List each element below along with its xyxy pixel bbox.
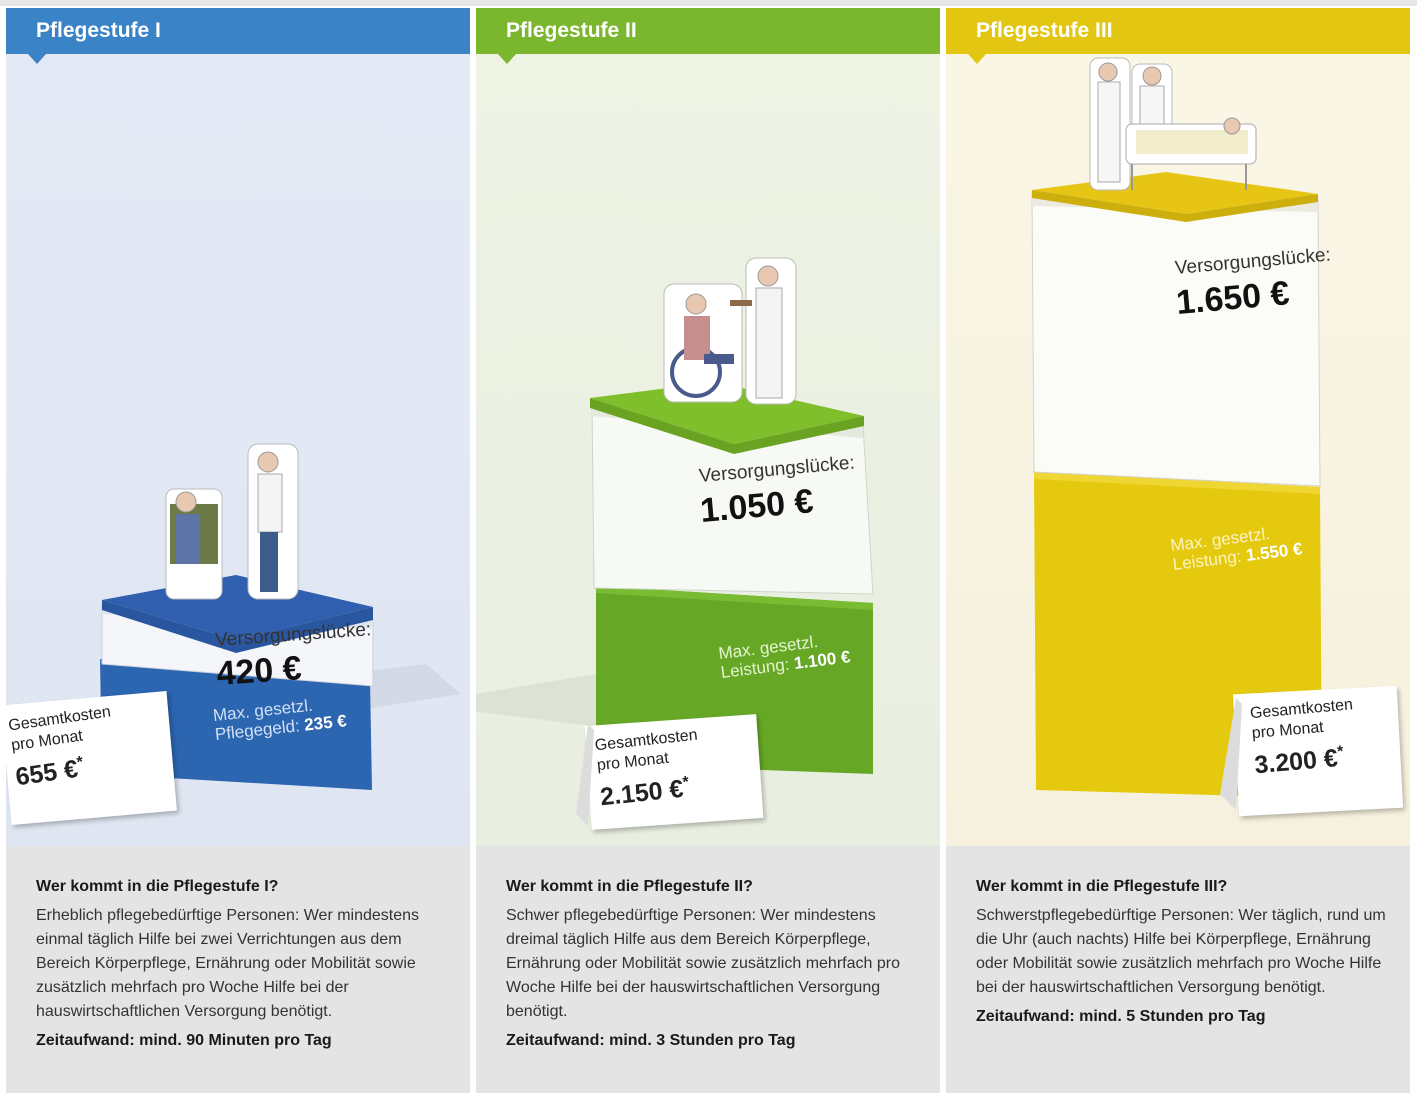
wheelchair-and-caregiver-figure — [663, 257, 797, 405]
pflegestufe-1-header: Pflegestufe I — [6, 8, 470, 54]
question-heading: Wer kommt in die Pflegestufe I? — [36, 878, 279, 895]
total-cost-text: Gesamtkosten pro Monat 3.200 €* — [1249, 696, 1354, 780]
pflegestufe-2-info: Wer kommt in die Pflegestufe II? Schwer … — [476, 846, 940, 1093]
pflegestufe-2-illustration: Versorgungslücke: 1.050 € Max. gesetzl. … — [476, 54, 940, 846]
header-pointer — [968, 54, 986, 64]
pflegestufe-1-column: Versorgungslücke: 420 € Max. gesetzl. Pf… — [6, 8, 470, 1093]
question-heading: Wer kommt in die Pflegestufe III? — [976, 878, 1228, 895]
pflegestufe-3-info: Wer kommt in die Pflegestufe III? Schwer… — [946, 846, 1410, 1093]
nursing-bed-figure — [1089, 57, 1257, 191]
pflegestufe-3-column: Versorgungslücke: 1.650 € Max. gesetzl. … — [946, 8, 1410, 1093]
time-requirement: Zeitaufwand: mind. 5 Stunden pro Tag — [976, 1008, 1266, 1025]
question-heading: Wer kommt in die Pflegestufe II? — [506, 878, 753, 895]
patient-and-caregiver-figure — [165, 443, 299, 600]
header-pointer — [28, 54, 46, 64]
description-text: Schwer pflegebedürftige Personen: Wer mi… — [506, 907, 900, 1020]
pflegestufe-3-illustration: Versorgungslücke: 1.650 € Max. gesetzl. … — [946, 54, 1410, 846]
block-lid — [590, 382, 864, 444]
card-stand-svg — [1220, 698, 1242, 810]
card-stand-svg — [576, 724, 594, 826]
pflegestufe-2-block-svg — [476, 382, 876, 774]
total-cost-text: Gesamtkosten pro Monat 655 €* — [7, 703, 112, 792]
pflegestufe-1-illustration: Versorgungslücke: 420 € Max. gesetzl. Pf… — [6, 54, 470, 846]
total-cost-text: Gesamtkosten pro Monat 2.150 €* — [594, 726, 699, 812]
time-requirement: Zeitaufwand: mind. 90 Minuten pro Tag — [36, 1032, 332, 1049]
gap-value: 420 € — [215, 649, 303, 694]
pflegestufe-2-header: Pflegestufe II — [476, 8, 940, 54]
top-divider — [0, 0, 1417, 6]
pflegestufe-1-info: Wer kommt in die Pflegestufe I? Erheblic… — [6, 846, 470, 1093]
description-text: Schwerstpflegebedürftige Personen: Wer t… — [976, 907, 1386, 996]
header-pointer — [498, 54, 516, 64]
pflegestufe-2-column: Versorgungslücke: 1.050 € Max. gesetzl. … — [476, 8, 940, 1093]
time-requirement: Zeitaufwand: mind. 3 Stunden pro Tag — [506, 1032, 796, 1049]
description-text: Erheblich pflegebedürftige Personen: Wer… — [36, 907, 420, 1020]
pflegestufe-3-header: Pflegestufe III — [946, 8, 1410, 54]
